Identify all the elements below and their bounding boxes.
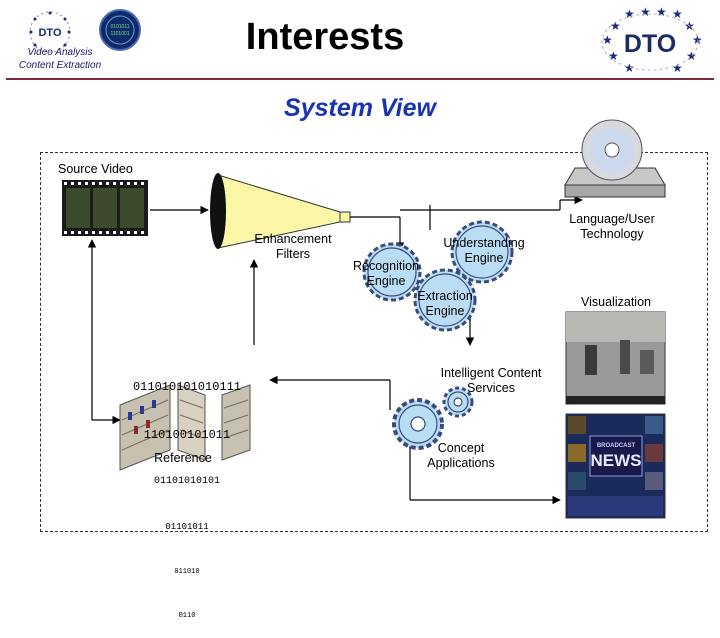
binary-stream: 011010101010111 110100101011 01101010101…: [124, 345, 250, 638]
cd-drive-icon: [564, 119, 666, 198]
news-text: NEWS: [591, 451, 642, 470]
label-visualization: Visualization: [581, 295, 651, 309]
label-concept-applications: Concept Applications: [427, 441, 495, 470]
svg-text:★: ★: [686, 49, 697, 63]
label-intelligent-content-services: Intelligent Content Services: [440, 366, 542, 395]
svg-text:★: ★: [672, 61, 683, 75]
extraction-gear-icon: [413, 268, 477, 332]
binary-line-2: 110100101011: [143, 428, 231, 442]
svg-text:★: ★: [608, 49, 619, 63]
right-logo-text: DTO: [624, 30, 676, 58]
page-title: Interests: [245, 16, 405, 58]
left-logo: DTO 0101011 1101001: [29, 9, 141, 53]
page-subtitle: System View: [284, 94, 436, 122]
label-recognition-engine: Recognition Engine: [352, 259, 419, 288]
svg-text:★: ★: [624, 61, 635, 75]
small-gear-icon: [442, 386, 474, 418]
svg-text:★: ★: [602, 33, 613, 47]
understanding-gear-icon: [450, 220, 514, 284]
right-logo: ★★★★ ★★ ★★ ★★ ★★ DTO: [601, 5, 703, 75]
system-diagram: BROADCAST NEWS: [62, 119, 666, 519]
svg-text:★: ★: [624, 7, 635, 21]
broadcast-news-image: BROADCAST NEWS: [565, 413, 666, 519]
broadcast-text: BROADCAST: [597, 443, 636, 449]
label-enhancement-filters: Enhancement Filters: [254, 232, 332, 261]
label-understanding-engine: Understanding Engine: [443, 236, 525, 265]
surveillance-image: [565, 311, 666, 405]
large-gear-icon: [392, 398, 444, 450]
left-badge-text: DTO: [38, 27, 61, 39]
binary-line-5: 011010: [174, 568, 200, 576]
binary-line-1: 011010101010111: [132, 380, 242, 394]
svg-text:★: ★: [610, 19, 621, 33]
logo-line-1: Video Analysis: [27, 47, 93, 58]
binary-line-4: 01101011: [165, 522, 209, 532]
label-extraction-engine: Extraction Engine: [417, 289, 473, 318]
film-strip-icon: [62, 180, 148, 236]
header-rule: [6, 78, 714, 80]
library-shelves-icon: [119, 384, 251, 471]
label-reference: Reference: [154, 451, 212, 465]
label-language-user-technology: Language/User Technology: [569, 212, 655, 241]
system-frame: [40, 152, 708, 532]
recognition-gear-icon: [362, 242, 422, 302]
svg-text:0101011: 0101011: [110, 24, 129, 30]
svg-text:★: ★: [640, 5, 651, 19]
svg-text:★: ★: [672, 7, 683, 21]
svg-text:1101001: 1101001: [110, 31, 129, 37]
label-source-video: Source Video: [58, 162, 133, 176]
binary-line-6: 0110: [178, 612, 196, 620]
gear-icons: [362, 220, 514, 450]
svg-text:★: ★: [656, 5, 667, 19]
logo-line-2: Content Extraction: [18, 60, 102, 71]
binary-line-3: 01101010101: [153, 476, 220, 487]
